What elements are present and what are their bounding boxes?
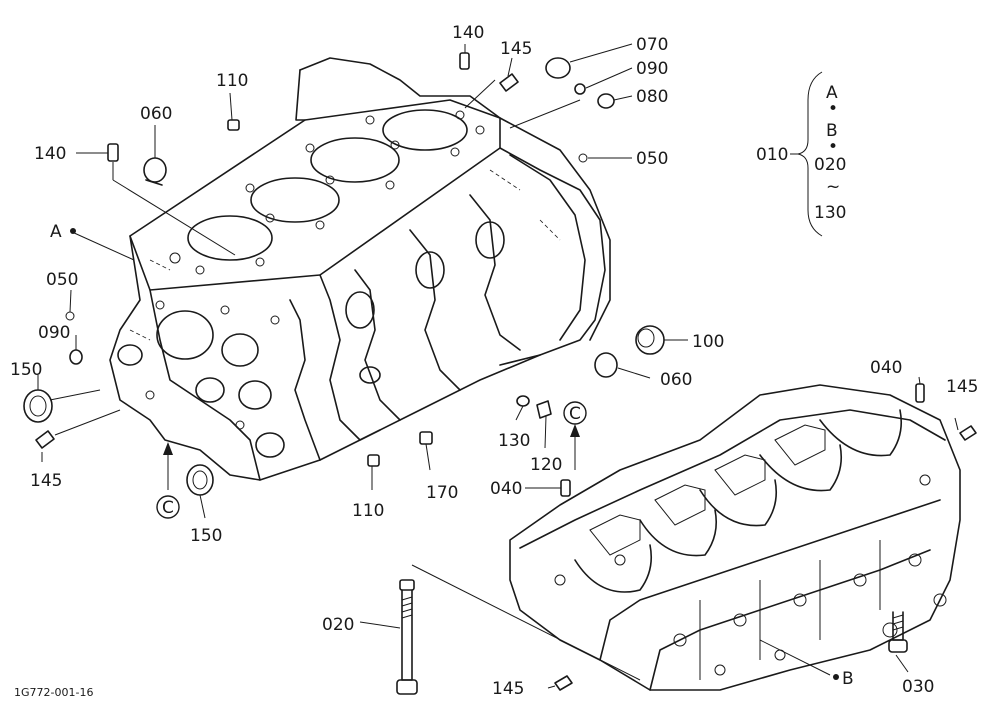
label-120: 120 <box>530 455 562 475</box>
label-060-top: 060 <box>140 104 172 124</box>
marker-a: A <box>50 222 62 242</box>
label-140-top: 140 <box>452 23 484 43</box>
label-070: 070 <box>636 35 668 55</box>
label-170: 170 <box>426 483 458 503</box>
label-100: 100 <box>692 332 724 352</box>
marker-c-left-circle <box>156 495 180 519</box>
group-range-start: 020 <box>814 155 846 175</box>
group-dot-1: • <box>828 99 838 119</box>
label-140-left: 140 <box>34 144 66 164</box>
marker-b: B <box>842 669 854 689</box>
label-040-left: 040 <box>490 479 522 499</box>
label-030: 030 <box>902 677 934 697</box>
label-090-top: 090 <box>636 59 668 79</box>
label-090-left: 090 <box>38 323 70 343</box>
label-060-bottom: 060 <box>660 370 692 390</box>
label-010: 010 <box>756 145 788 165</box>
label-150-left: 150 <box>10 360 42 380</box>
label-020: 020 <box>322 615 354 635</box>
group-top: A <box>826 83 838 103</box>
label-145-right: 145 <box>946 377 978 397</box>
group-middle: B <box>826 121 838 141</box>
part-labels: 140 145 070 090 080 050 110 060 140 050 … <box>10 23 978 699</box>
marker-c-right-circle <box>563 401 587 425</box>
leader-lines <box>37 43 959 689</box>
label-050-left: 050 <box>46 270 78 290</box>
cylinder-block-drawing <box>109 57 611 481</box>
marker-c-right: C <box>569 404 581 424</box>
label-110-top: 110 <box>216 71 248 91</box>
group-tilde: ~ <box>826 177 840 197</box>
label-080: 080 <box>636 87 668 107</box>
label-050-right: 050 <box>636 149 668 169</box>
label-040-right: 040 <box>870 358 902 378</box>
label-150-bottom: 150 <box>190 526 222 546</box>
diagram-code: 1G772-001-16 <box>14 686 93 699</box>
label-130: 130 <box>498 431 530 451</box>
marker-c-left: C <box>162 498 174 518</box>
label-145-top: 145 <box>500 39 532 59</box>
label-110-bottom: 110 <box>352 501 384 521</box>
label-145-bottom: 145 <box>492 679 524 699</box>
group-range-end: 130 <box>814 203 846 223</box>
label-145-left: 145 <box>30 471 62 491</box>
group-dot-2: • <box>828 137 838 157</box>
